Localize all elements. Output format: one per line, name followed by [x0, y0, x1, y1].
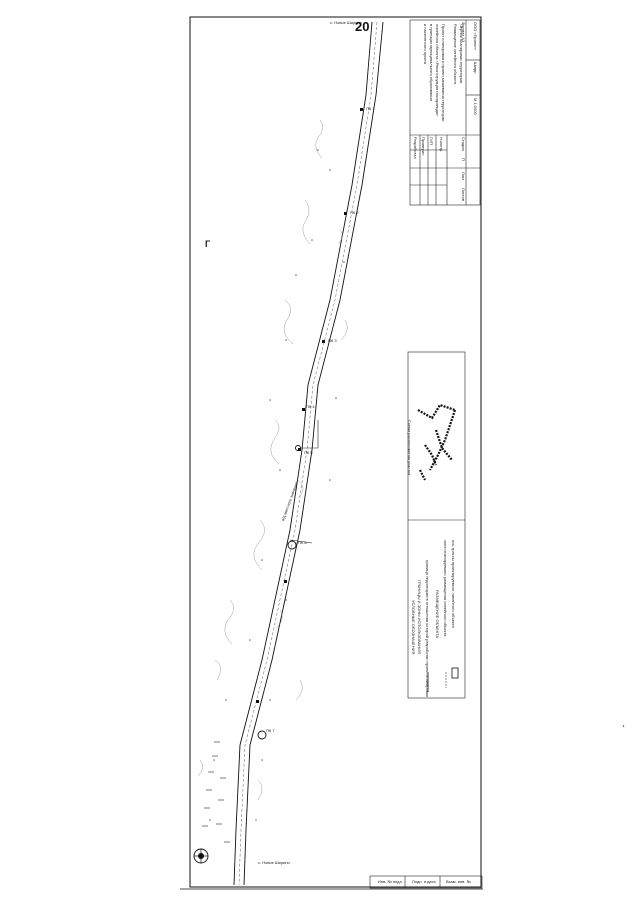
title-block	[409, 19, 481, 206]
station-label-5: ПК 5	[304, 450, 313, 455]
station-label-2: ПК 2	[350, 210, 359, 215]
tb-developer: Разработал	[413, 137, 418, 159]
footer-format: Формат A3	[461, 22, 466, 43]
tb-stage-value: П	[461, 158, 466, 161]
tb-sheets-label: Листов	[461, 188, 466, 201]
footer-cell-1: Инв. № подл.	[378, 879, 403, 884]
node-symbols	[257, 445, 301, 740]
tb-scale: М 1:2000	[473, 98, 478, 115]
top-settlement-label: с. Новое Ширино	[330, 20, 362, 25]
tb-drawing-sub: Размещение линейного объекта	[453, 24, 458, 85]
sheet-number: 20	[355, 19, 370, 34]
route-corridor	[233, 21, 384, 886]
station-markers	[256, 108, 363, 703]
tb-checked: Проверил	[421, 137, 426, 156]
margin-tick	[622, 724, 625, 728]
station-label-7: ПК 7	[266, 728, 275, 733]
survey-marks	[202, 741, 230, 843]
tb-line4: и населённого пункта	[423, 24, 428, 64]
tb-gip: ГИП	[429, 137, 434, 145]
footer-stamp	[369, 875, 483, 889]
tb-normcontrol: Н.контр.	[439, 137, 444, 153]
sheet-frame	[189, 16, 482, 888]
station-label-1: ПК 1	[366, 106, 375, 111]
inset-map	[417, 403, 457, 481]
tb-line2: линейного объекта «Реконструкция газопро…	[435, 24, 440, 117]
tb-stage-label: Стадия	[461, 137, 466, 151]
tb-code: Шифр	[473, 62, 478, 74]
north-arrow	[193, 848, 209, 864]
tb-org: ООО «Проект»	[473, 22, 478, 51]
legend-section-placement: РАЗМЕЩЕНИЕ ОБЪЕКТА	[435, 590, 440, 639]
legend-item-zone: зона планируемого размещения линейного о…	[443, 540, 448, 637]
legend-inset-label: Схема расположения участка	[407, 420, 412, 476]
terrain-dots	[209, 149, 345, 821]
terrain-marks	[197, 119, 348, 801]
footer-cell-2: Подп. и дата	[412, 879, 436, 884]
legend-item-boundary: граница территории в отношении которой р…	[425, 560, 430, 697]
bottom-settlement-label: с. Новое Ширино	[258, 860, 290, 865]
tb-line1: Проект планировки и проект межевания тер…	[441, 24, 446, 122]
branch-line	[289, 420, 319, 544]
tb-sheet-label: Лист	[461, 172, 466, 181]
station-label-6: ПК 6	[298, 540, 307, 545]
station-label-4: ПК 4	[306, 404, 315, 409]
legend-box	[407, 351, 466, 699]
tb-line3: в границах муниципального образования	[429, 24, 434, 101]
map-mark-letter: Г	[205, 239, 211, 249]
footer-cell-3: Взам. инв. №	[446, 879, 471, 884]
station-label-3: ПК 3	[328, 338, 337, 343]
legend-item-axis: ось трассы проектируемого линейного объе…	[451, 540, 456, 628]
legend-subtitle: ГРАНИЦЫ И ЗОНЫ ИСПОЛЬЗОВАНИЯ	[417, 580, 422, 654]
